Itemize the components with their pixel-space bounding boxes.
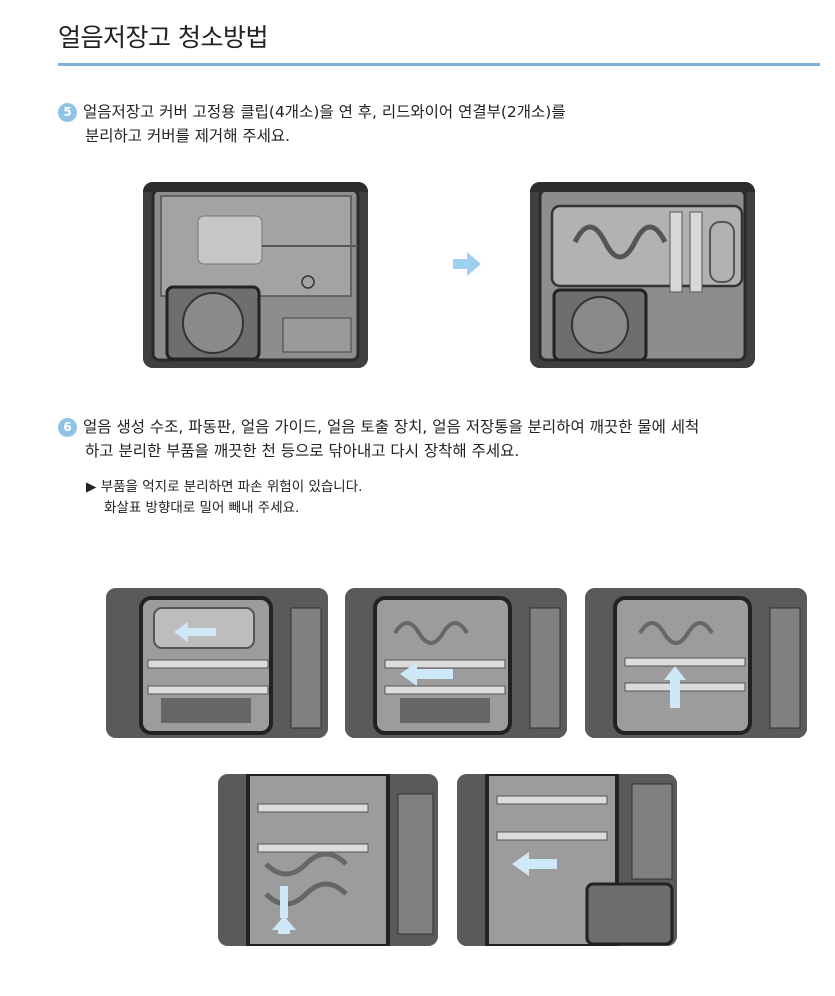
step-text-line2: 분리하고 커버를 제거해 주세요. <box>85 127 291 145</box>
photo-cover-attached <box>143 182 368 368</box>
step-number-badge: 6 <box>58 418 77 437</box>
step-6: 6 얼음 생성 수조, 파동판, 얼음 가이드, 얼음 토출 장치, 얼음 저장통… <box>58 415 699 463</box>
photo-remove-wave-plate <box>345 588 567 738</box>
photo-remove-auger <box>218 774 438 946</box>
step-5: 5 얼음저장고 커버 고정용 클립(4개소)을 연 후, 리드와이어 연결부(2개… <box>58 100 566 148</box>
note-marker-icon: ▶ <box>86 479 97 495</box>
note-text-line1: 부품을 억지로 분리하면 파손 위험이 있습니다. <box>100 479 363 495</box>
step-number-badge: 5 <box>58 103 77 122</box>
step-text-line1: 얼음저장고 커버 고정용 클립(4개소)을 연 후, 리드와이어 연결부(2개소… <box>83 103 566 121</box>
photo-remove-ice-bin <box>457 774 677 946</box>
page-title: 얼음저장고 청소방법 <box>58 23 268 52</box>
photo-cover-removed <box>530 182 755 368</box>
arrow-right-icon <box>453 252 481 276</box>
step-text-line1: 얼음 생성 수조, 파동판, 얼음 가이드, 얼음 토출 장치, 얼음 저장통을… <box>83 418 700 436</box>
caution-note: ▶ 부품을 억지로 분리하면 파손 위험이 있습니다. 화살표 방향대로 밀어 … <box>86 477 362 519</box>
photo-remove-ice-guide <box>585 588 807 738</box>
title-underline <box>58 63 820 66</box>
photo-remove-tray <box>106 588 328 738</box>
step-text-line2: 하고 분리한 부품을 깨끗한 천 등으로 닦아내고 다시 장착해 주세요. <box>85 442 520 460</box>
note-text-line2: 화살표 방향대로 밀어 빼내 주세요. <box>104 500 300 516</box>
